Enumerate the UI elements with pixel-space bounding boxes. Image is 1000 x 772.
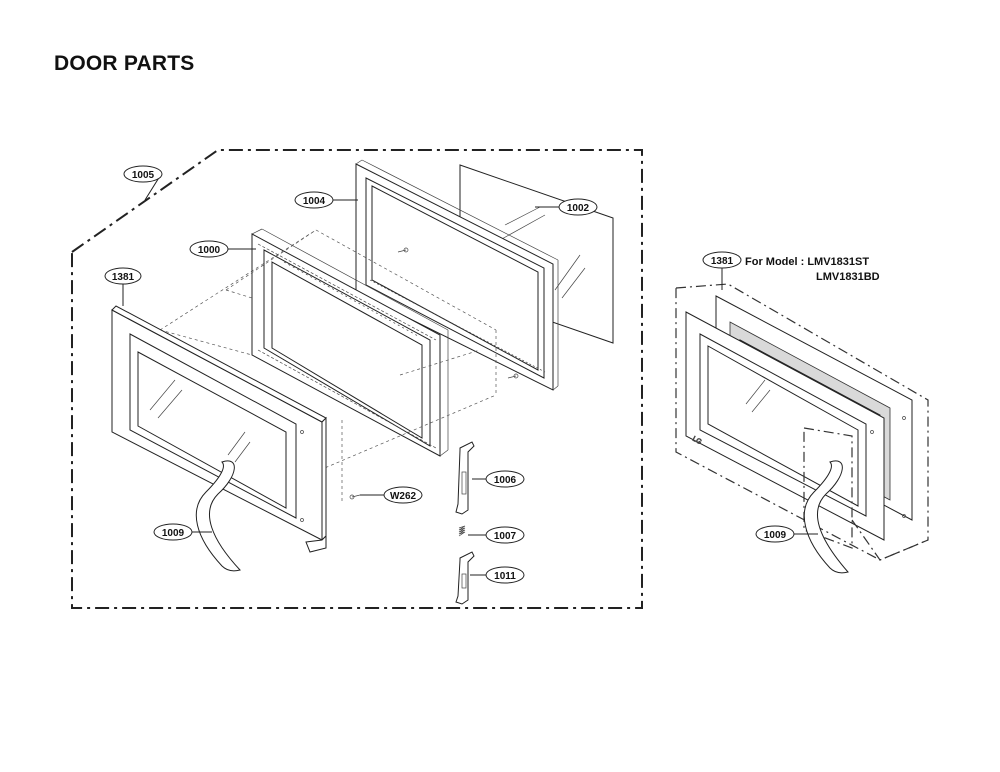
callout-1002: 1002	[535, 198, 598, 216]
callout-1009-right: 1009	[755, 525, 818, 543]
svg-text:1000: 1000	[198, 245, 221, 256]
callout-1005: 1005	[123, 165, 163, 201]
projection-lines	[159, 229, 497, 504]
part-1007-spring	[458, 525, 466, 537]
part-W262-screws	[349, 247, 519, 500]
callout-1009-left: 1009	[153, 523, 212, 541]
callout-1011: 1011	[470, 566, 525, 584]
model-note: For Model : LMV1831ST LMV1831BD	[745, 256, 880, 283]
part-1009-handle-alt	[803, 460, 849, 574]
alt-door-assembly: LG	[675, 283, 929, 561]
svg-text:1006: 1006	[494, 475, 517, 486]
part-1000-door-frame	[251, 228, 449, 457]
part-1009-handle	[195, 460, 241, 572]
svg-text:1009: 1009	[764, 530, 787, 541]
part-1381-door-panel	[111, 305, 327, 553]
model-note-line2: LMV1831BD	[816, 271, 880, 283]
assembly-boundary-1005	[71, 149, 643, 609]
callout-1004: 1004	[294, 191, 358, 209]
svg-text:1004: 1004	[303, 196, 326, 207]
svg-text:1002: 1002	[567, 203, 590, 214]
svg-text:1007: 1007	[494, 531, 517, 542]
callout-1006: 1006	[472, 470, 525, 488]
part-1006-latch	[455, 441, 475, 515]
svg-text:W262: W262	[390, 491, 417, 502]
page-title: DOOR PARTS	[54, 52, 195, 75]
svg-text:1381: 1381	[711, 256, 734, 267]
callout-1000: 1000	[189, 240, 256, 258]
svg-text:1381: 1381	[112, 272, 135, 283]
svg-text:1005: 1005	[132, 170, 155, 181]
callout-1381-right: 1381	[702, 251, 742, 290]
svg-text:LG: LG	[691, 436, 703, 447]
svg-text:1009: 1009	[162, 528, 185, 539]
callout-W262: W262	[360, 486, 423, 504]
part-1004-choke-frame	[355, 159, 559, 391]
model-note-line1: For Model : LMV1831ST	[745, 256, 869, 268]
callout-1007: 1007	[468, 526, 525, 544]
part-1011-latch	[455, 551, 475, 605]
svg-text:1011: 1011	[494, 571, 516, 582]
callout-1381-left: 1381	[104, 267, 142, 306]
